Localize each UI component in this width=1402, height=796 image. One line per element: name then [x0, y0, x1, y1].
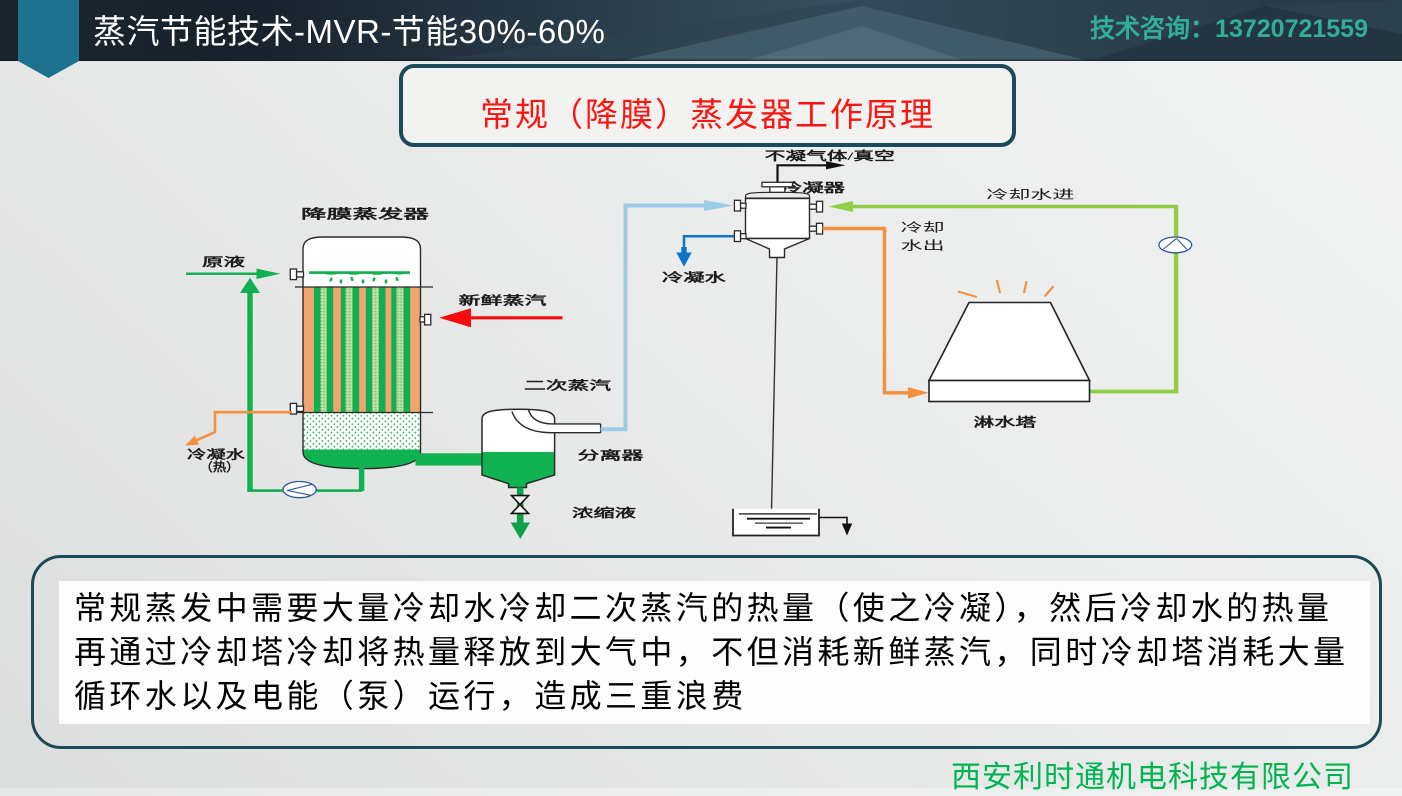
svg-text:冷凝水: 冷凝水	[187, 447, 247, 462]
svg-text:冷却: 冷却	[901, 221, 945, 235]
svg-text:（热）: （热）	[200, 459, 240, 474]
svg-text:浓缩液: 浓缩液	[572, 505, 636, 520]
svg-text:原液: 原液	[202, 254, 245, 269]
svg-text:新鲜蒸汽: 新鲜蒸汽	[459, 293, 547, 308]
svg-text:二次蒸汽: 二次蒸汽	[524, 377, 611, 392]
svg-text:分离器: 分离器	[578, 448, 646, 463]
svg-text:降膜蒸发器: 降膜蒸发器	[301, 207, 431, 222]
svg-text:不凝气体/真空: 不凝气体/真空	[765, 148, 895, 163]
svg-text:冷却水进: 冷却水进	[986, 188, 1074, 202]
svg-text:冷凝器: 冷凝器	[781, 180, 846, 195]
svg-text:冷凝水: 冷凝水	[662, 270, 728, 285]
svg-text:淋水塔: 淋水塔	[973, 415, 1037, 430]
svg-text:水出: 水出	[901, 239, 945, 253]
